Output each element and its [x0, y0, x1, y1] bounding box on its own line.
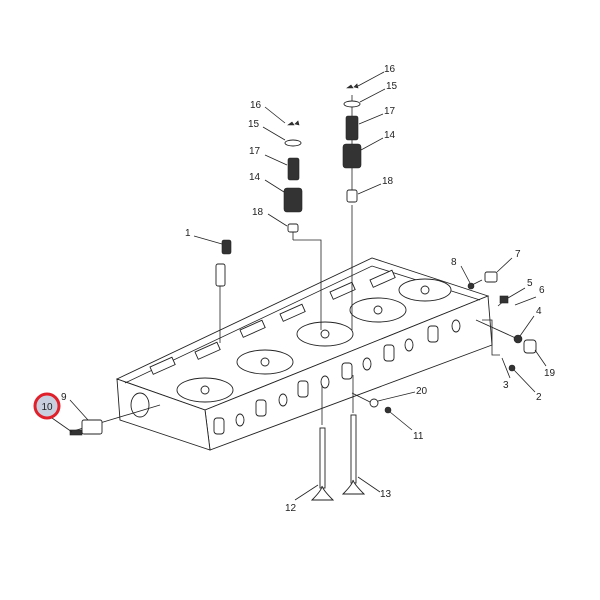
callout-10-highlighted[interactable]: 10	[33, 392, 61, 420]
callout-9[interactable]: 9	[61, 392, 67, 403]
callout-17-right[interactable]: 17	[384, 106, 396, 117]
callout-18-right[interactable]: 18	[382, 176, 394, 187]
callout-4[interactable]: 4	[536, 306, 542, 317]
callout-15-left[interactable]: 15	[248, 119, 260, 130]
callout-6[interactable]: 6	[539, 285, 545, 296]
callout-5[interactable]: 5	[527, 278, 533, 289]
callout-20[interactable]: 20	[416, 386, 428, 397]
callout-leaders	[51, 71, 547, 501]
valve-right	[341, 414, 366, 495]
callout-11[interactable]: 11	[413, 431, 424, 442]
callout-13[interactable]: 13	[380, 489, 392, 500]
combustion-chambers	[149, 269, 452, 403]
cylinder-head	[115, 257, 493, 451]
callout-16-left[interactable]: 16	[250, 100, 262, 111]
callout-17-left[interactable]: 17	[249, 146, 261, 157]
callout-8[interactable]: 8	[451, 257, 457, 268]
callout-3[interactable]: 3	[503, 380, 509, 391]
callout-16-right[interactable]: 16	[384, 64, 396, 75]
callout-1[interactable]: 1	[185, 228, 191, 239]
highlight-ring	[33, 392, 61, 420]
callout-14-left[interactable]: 14	[249, 172, 261, 183]
callout-7[interactable]: 7	[515, 249, 521, 260]
callout-10[interactable]: 10	[41, 402, 53, 413]
valve-spring-stack-left	[283, 120, 303, 233]
valve-spring-stack-right	[342, 83, 362, 203]
callout-labels: 16 15 17 14 18 16 15 17 14 18 1 7 8 5 6 …	[33, 64, 556, 514]
valve-left	[310, 427, 335, 501]
side-ports	[130, 319, 461, 435]
callout-19[interactable]: 19	[544, 368, 556, 379]
fittings	[69, 271, 537, 436]
leader-lines	[69, 95, 521, 433]
callout-14-right[interactable]: 14	[384, 130, 396, 141]
callout-12[interactable]: 12	[285, 503, 297, 514]
part-1-sleeve	[215, 239, 232, 287]
callout-2[interactable]: 2	[536, 392, 542, 403]
callout-15-right[interactable]: 15	[386, 81, 398, 92]
callout-18-left[interactable]: 18	[252, 207, 264, 218]
